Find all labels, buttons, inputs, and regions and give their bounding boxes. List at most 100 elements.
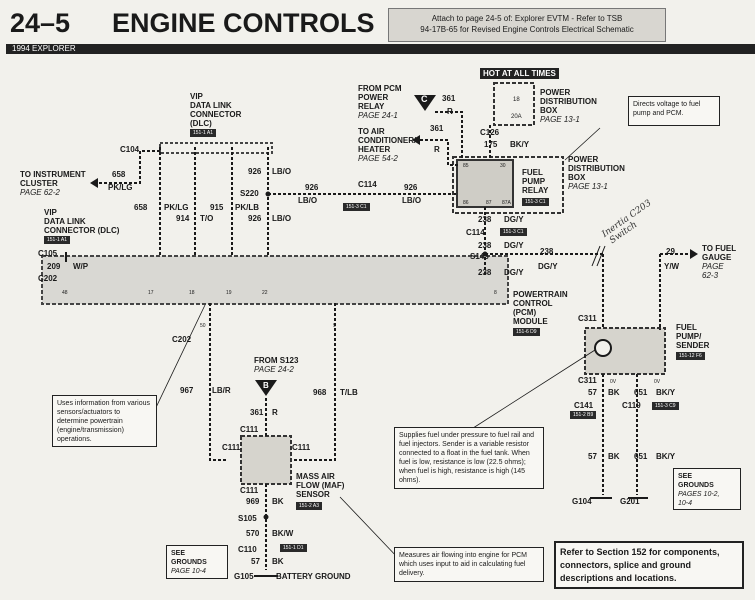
pdb-top-l2: DISTRIBUTION xyxy=(540,97,597,106)
w-238d: 238 xyxy=(540,247,554,256)
maf-sensor-box xyxy=(240,435,292,485)
w-29: 29 xyxy=(666,247,675,256)
pdb-mid-l3: BOX xyxy=(568,173,586,182)
pcm-pin-18: 18 xyxy=(189,290,195,296)
w-175: 175 xyxy=(484,140,498,149)
w-926a: 926 xyxy=(248,167,262,176)
conn-c311a: C311 xyxy=(578,314,597,323)
ref-c110: 151-1 D1 xyxy=(280,544,307,552)
pcm-pin-19: 19 xyxy=(226,290,232,296)
w-lbo-a: LB/O xyxy=(272,167,292,176)
relay-l2: PUMP xyxy=(522,177,546,186)
page-title: ENGINE CONTROLS xyxy=(112,8,375,38)
conn-c111a: C111 xyxy=(240,425,259,434)
vip-left-ref: 151-1 A1 xyxy=(44,236,71,244)
w-bk-b: BK xyxy=(272,557,284,566)
pump-ov1: 0V xyxy=(610,379,617,385)
w-658b: 658 xyxy=(134,203,148,212)
w-yw: Y/W xyxy=(664,262,680,271)
wire-361-ac xyxy=(420,139,460,166)
w-bky-a: BK/Y xyxy=(510,140,530,149)
maf-l1: MASS AIR xyxy=(296,472,335,481)
w-57a: 57 xyxy=(251,557,260,566)
conn-c105: C105 xyxy=(38,249,58,258)
w-570: 570 xyxy=(246,529,260,538)
s123-l1: FROM S123 xyxy=(254,356,299,365)
w-969: 969 xyxy=(246,497,260,506)
relay-p87: 87 xyxy=(486,200,492,206)
pcm-pin-8: 8 xyxy=(494,290,497,296)
attach-line-2: 94-17B-65 for Revised Engine Controls El… xyxy=(420,25,634,34)
w-dgy-a: DG/Y xyxy=(504,215,524,224)
conn-c114b: C114 xyxy=(466,228,485,237)
vip-left-l3: CONNECTOR (DLC) xyxy=(44,226,120,235)
leader-measures xyxy=(339,496,401,561)
attach-line-1: Attach to page 24-5 of: Explorer EVTM - … xyxy=(431,14,623,23)
vip-top-ref: 151-1 A1 xyxy=(190,129,217,137)
pump-ref: 151-12 F6 xyxy=(676,352,705,360)
w-lbr: LB/R xyxy=(212,386,231,395)
w-to: T/O xyxy=(200,214,214,223)
conn-c119: C119 xyxy=(622,401,641,410)
battery-ground: BATTERY GROUND xyxy=(276,572,351,581)
w-bky-b: BK/Y xyxy=(656,388,676,397)
relay-note: Directs voltage to fuel pump and PCM. xyxy=(628,96,720,126)
w-238b: 238 xyxy=(478,241,492,250)
conn-c110: C110 xyxy=(238,545,257,554)
w-lbo-d: LB/O xyxy=(402,196,422,205)
vip-top-l1: VIP xyxy=(190,92,203,101)
grounds-right-l4: 10-4 xyxy=(678,500,693,507)
w-rc: R xyxy=(272,408,278,417)
relay-ref: 151-3 C1 xyxy=(522,198,549,206)
relay-p30: 30 xyxy=(500,163,506,169)
pcm-relay-l3: RELAY xyxy=(358,102,385,111)
w-dgy-c: DG/Y xyxy=(504,268,524,277)
note-measures: Measures air flowing into engine for PCM… xyxy=(394,547,544,582)
leader-sensors xyxy=(149,304,206,421)
pump-l3: SENDER xyxy=(676,341,710,350)
wire-658-cluster xyxy=(98,150,160,184)
fuel-gauge-l1: TO FUEL xyxy=(702,244,737,253)
splice-s105 xyxy=(263,514,269,520)
maf-l2: FLOW (MAF) xyxy=(296,481,345,490)
conn-c202a: C202 xyxy=(38,274,58,283)
w-pklg-a: PK/LG xyxy=(108,183,133,192)
pcm-l1: POWERTRAIN xyxy=(513,290,568,299)
fuse-num: 18 xyxy=(513,97,520,103)
s123-letter: B xyxy=(263,381,269,390)
leader-relay xyxy=(564,127,601,161)
grounds-right-l1: SEE xyxy=(678,473,693,480)
w-926d: 926 xyxy=(404,183,418,192)
wire-967 xyxy=(209,303,226,461)
pcm-relay-l4: PAGE 24-1 xyxy=(358,111,398,120)
w-ra: R xyxy=(447,107,453,116)
conn-c111d: C111 xyxy=(240,486,259,495)
vip-left-l2: DATA LINK xyxy=(44,217,86,226)
handwriting-mark-1 xyxy=(591,245,601,267)
w-bk-d: BK xyxy=(608,452,620,461)
instrument-l2: CLUSTER xyxy=(20,179,58,188)
w-361b: 361 xyxy=(430,124,444,133)
pdb-mid-box xyxy=(452,156,564,214)
pdb-mid-l2: DISTRIBUTION xyxy=(568,164,625,173)
fuse-amp: 20A xyxy=(511,114,522,120)
conn-c114a: C114 xyxy=(358,180,377,189)
maf-ref: 151-2 A3 xyxy=(296,502,323,510)
fuel-gauge-l4: 62-3 xyxy=(702,271,719,280)
note-sensors: Uses information from various sensors/ac… xyxy=(52,395,157,447)
instrument-l3: PAGE 62-2 xyxy=(20,188,60,197)
ref-c141: 151-2 B9 xyxy=(570,411,597,419)
arrow-instrument xyxy=(90,178,98,188)
pcm-relay-l1: FROM PCM xyxy=(358,84,402,93)
relay-p86: 86 xyxy=(463,200,469,206)
w-bk-a: BK xyxy=(272,497,284,506)
w-tlb: T/LB xyxy=(340,388,358,397)
conn-g104: G104 xyxy=(572,497,592,506)
w-57b: 57 xyxy=(588,388,597,397)
arrow-fuel-gauge xyxy=(690,249,698,259)
instrument-l1: TO INSTRUMENT xyxy=(20,170,86,179)
pcm-pin-17: 17 xyxy=(148,290,154,296)
maf-l3: SENSOR xyxy=(296,490,330,499)
conn-c111c: C111 xyxy=(292,443,311,452)
